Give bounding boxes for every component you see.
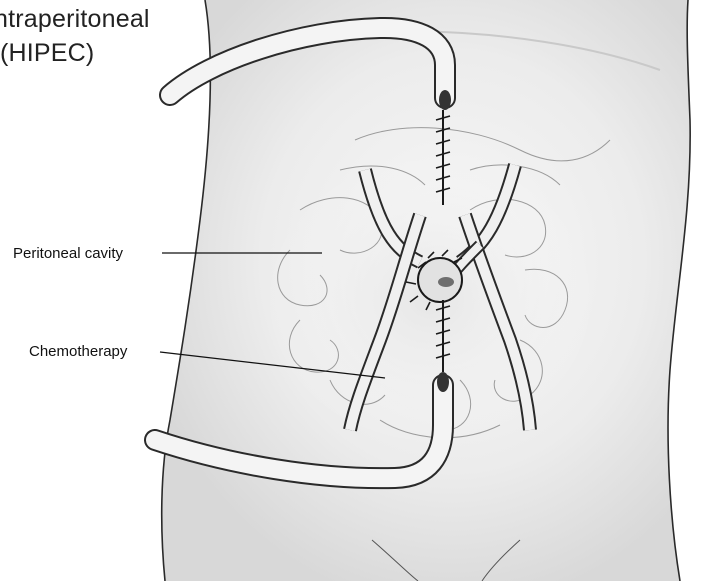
label-chemotherapy: Chemotherapy	[29, 343, 127, 360]
title-line-1: ntraperitoneal	[0, 2, 150, 36]
title-line-2: (HIPEC)	[0, 36, 150, 70]
figure-title: ntraperitoneal (HIPEC)	[0, 2, 150, 70]
label-peritoneal-cavity: Peritoneal cavity	[13, 245, 123, 262]
